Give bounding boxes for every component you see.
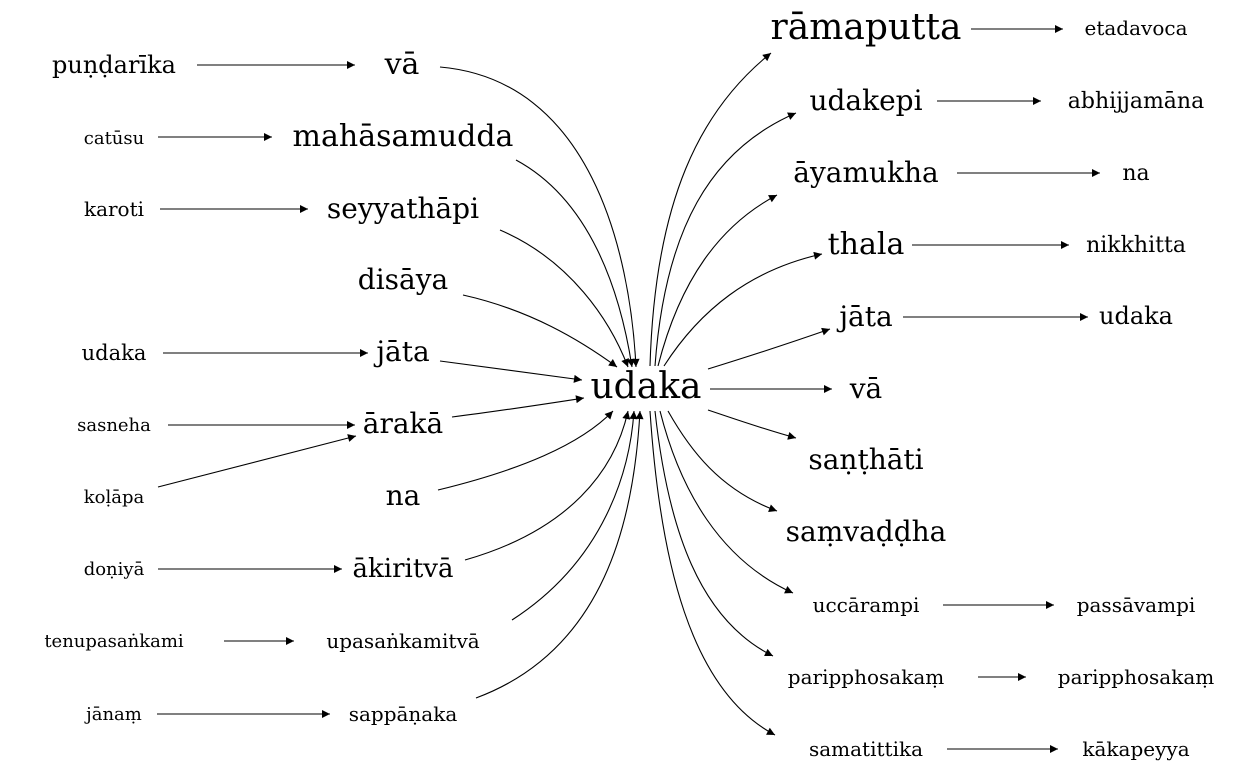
nodes: udaka puṇḍarīka catūsu karoti udaka sasn… <box>44 7 1214 761</box>
node-right-col2-1: abhijjamāna <box>1068 89 1204 114</box>
node-left-col1-6: doṇiyā <box>84 559 145 580</box>
node-left-col2-2: seyyathāpi <box>327 192 479 225</box>
edge-udaka-santhati <box>707 409 797 440</box>
edge-udaka-uccarampi <box>659 410 794 594</box>
node-right-col1-4: jāta <box>836 300 892 333</box>
node-left-col1-8: jānaṃ <box>84 704 142 725</box>
edge-va-udaka <box>439 66 640 368</box>
edge-sappanaka-udaka <box>475 410 644 699</box>
node-right-col1-3: thala <box>828 227 905 262</box>
edge-kolapa-araka <box>157 434 357 488</box>
node-center: udaka <box>591 366 702 407</box>
edge-araka-udaka <box>451 395 585 418</box>
node-right-col1-8: uccārampi <box>813 593 920 617</box>
node-left-col1-0: puṇḍarīka <box>52 51 176 79</box>
node-left-col1-1: catūsu <box>84 128 144 149</box>
edge-udaka-udakepi <box>654 112 797 367</box>
edge-akiritva-udaka <box>464 410 631 561</box>
node-right-col1-9: paripphosakaṃ <box>788 665 944 689</box>
node-left-col1-2: karoti <box>84 197 144 221</box>
node-left-col2-6: na <box>386 479 421 512</box>
edge-jata-udaka <box>439 360 583 383</box>
node-right-col2-0: etadavoca <box>1085 16 1188 40</box>
node-right-col1-6: saṇṭhāti <box>808 443 923 476</box>
node-left-col2-1: mahāsamudda <box>293 119 514 154</box>
node-left-col1-3: udaka <box>82 341 147 365</box>
node-right-col1-2: āyamukha <box>793 156 938 189</box>
edge-udaka-thala <box>663 251 823 367</box>
node-left-col1-4: sasneha <box>77 415 151 436</box>
node-right-col1-1: udakepi <box>809 84 922 117</box>
node-right-col1-10: samatittika <box>809 737 923 761</box>
node-left-col2-7: ākiritvā <box>353 554 454 584</box>
node-right-col2-3: nikkhitta <box>1086 233 1186 258</box>
node-left-col2-5: ārakā <box>363 407 443 440</box>
node-right-col2-6: paripphosakaṃ <box>1058 665 1214 689</box>
node-right-col1-7: saṃvaḍḍha <box>786 515 947 548</box>
edge-udaka-samvaddha <box>667 410 778 512</box>
edges <box>157 25 1100 753</box>
edge-udaka-ayamukha <box>657 194 778 367</box>
edge-udaka-ramaputta <box>649 52 772 367</box>
node-left-col2-3: disāya <box>358 263 448 296</box>
node-left-col2-0: vā <box>384 47 420 82</box>
edge-udaka-jata-right <box>707 327 831 370</box>
node-right-col2-7: kākapeyya <box>1082 737 1189 761</box>
node-right-col2-4: udaka <box>1099 302 1173 330</box>
node-left-col1-5: koḷāpa <box>84 487 145 508</box>
edge-seyyathapi-udaka <box>499 229 629 368</box>
edge-udaka-paripphosakam <box>654 410 774 657</box>
node-left-col1-7: tenupasaṅkami <box>44 631 184 652</box>
node-left-col2-4: jāta <box>373 335 429 368</box>
node-left-col2-8: upasaṅkamitvā <box>326 629 479 653</box>
node-right-col1-0: rāmaputta <box>771 7 962 48</box>
node-right-col2-2: na <box>1122 161 1149 186</box>
edge-mahasamudda-udaka <box>515 159 635 368</box>
edge-na-udaka <box>437 410 614 491</box>
edge-disaya-udaka <box>462 294 618 368</box>
node-right-col1-5: vā <box>849 372 883 405</box>
node-left-col2-9: sappāṇaka <box>349 702 458 726</box>
edge-upasankamitva-udaka <box>511 410 638 621</box>
edge-udaka-samatittika <box>649 410 776 736</box>
node-right-col2-5: passāvampi <box>1077 593 1196 617</box>
